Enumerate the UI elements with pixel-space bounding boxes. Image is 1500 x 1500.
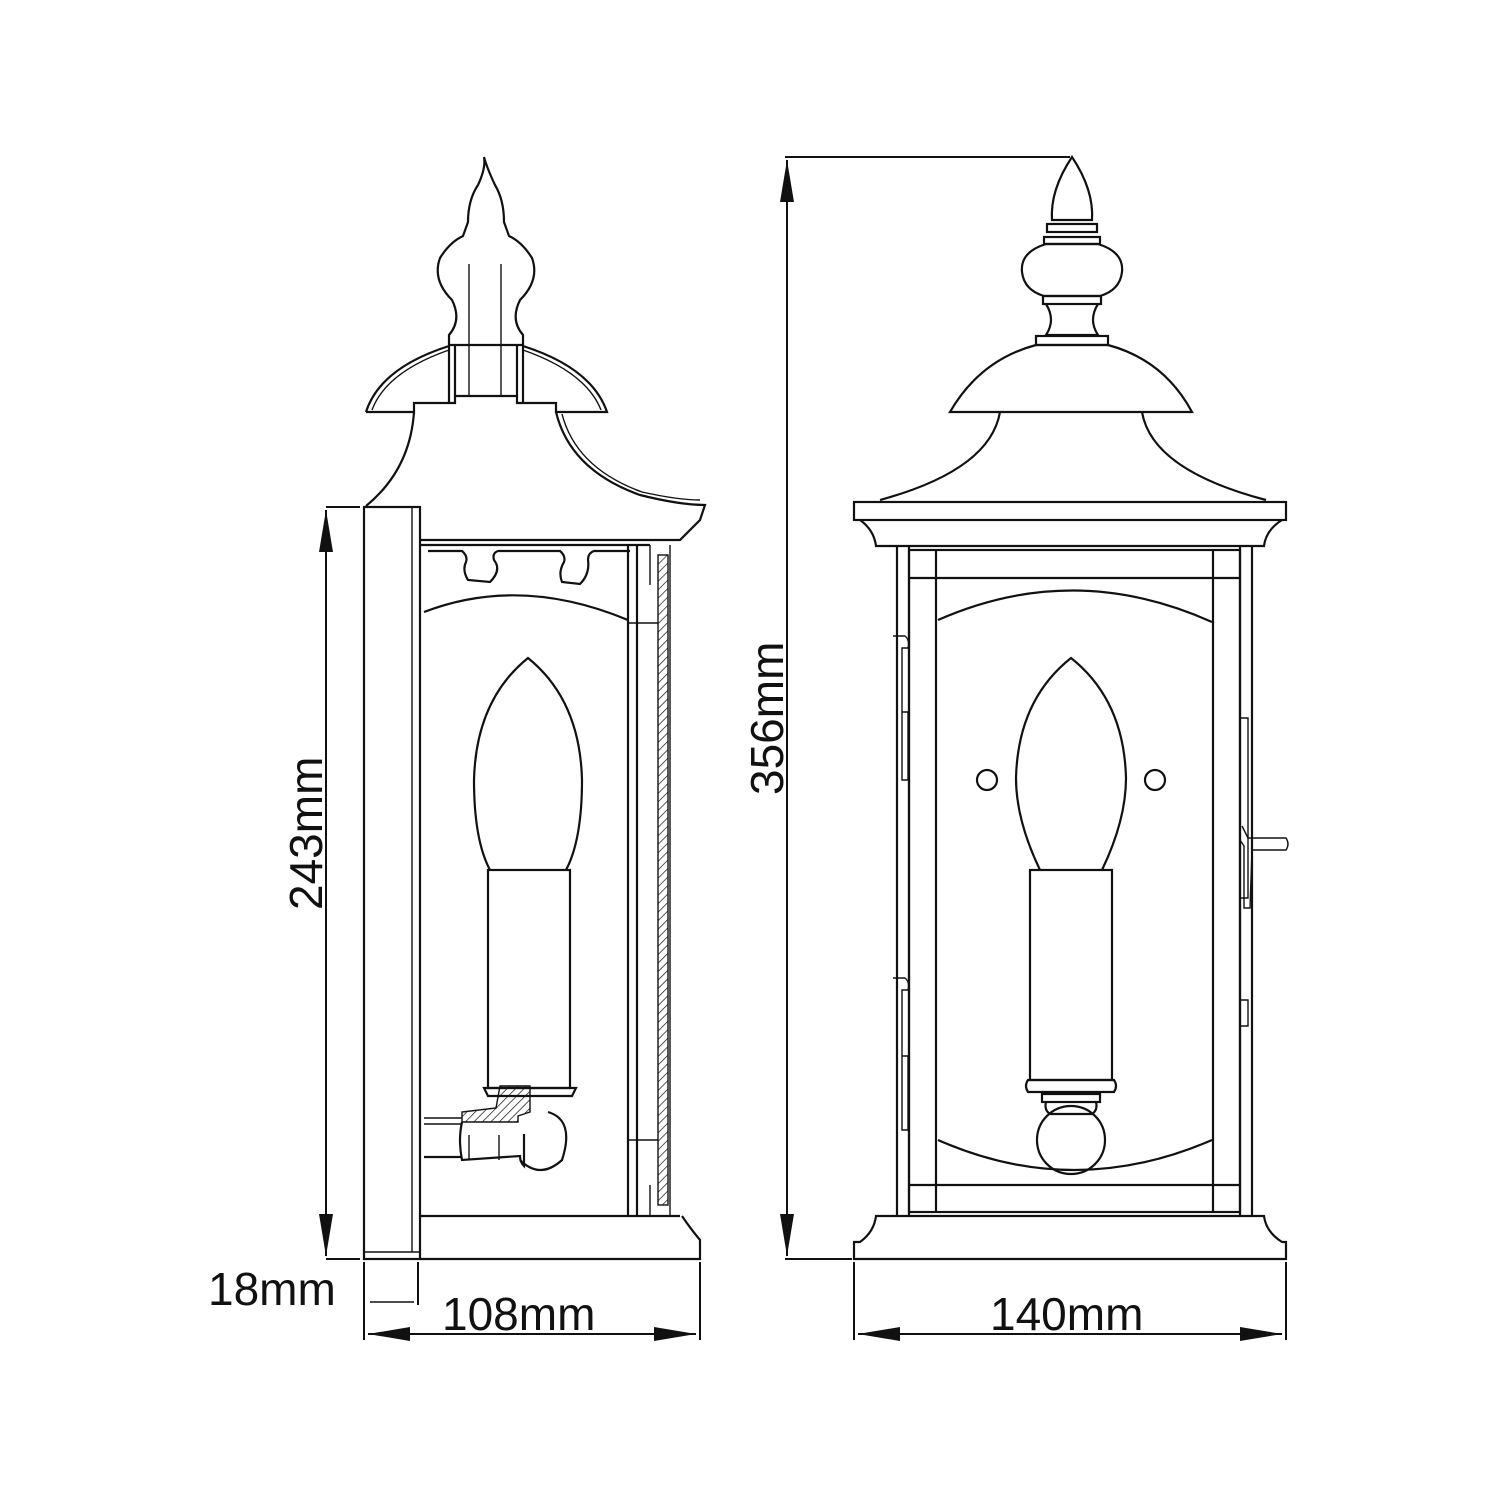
label-140mm: 140mm <box>990 1288 1143 1340</box>
side-socket-section <box>461 1085 531 1123</box>
front-latch <box>1239 825 1289 909</box>
side-candle-sleeve <box>486 868 572 1090</box>
dimension-total-height: 356mm <box>741 156 1070 1260</box>
side-bulb-tip <box>519 1110 568 1172</box>
side-backplate <box>362 505 422 1261</box>
side-candle-bulb <box>472 656 584 871</box>
side-base <box>420 1215 702 1261</box>
side-glass-section <box>657 554 669 1206</box>
side-scroll-bracket <box>428 549 630 586</box>
front-rivet-left <box>975 768 999 792</box>
front-bulb-base <box>1035 1104 1107 1176</box>
side-top-dome <box>364 344 609 414</box>
front-top-arch <box>937 589 1213 624</box>
side-view <box>362 156 707 1261</box>
label-356mm: 356mm <box>741 642 793 795</box>
front-finial <box>1050 155 1094 222</box>
front-base <box>852 1214 1288 1261</box>
dimension-side-height: 243mm <box>280 506 360 1260</box>
front-roof <box>879 411 1267 502</box>
front-view <box>852 155 1289 1261</box>
front-door-frame <box>907 548 1242 1214</box>
front-ball <box>1020 242 1124 298</box>
side-arm <box>424 1121 526 1169</box>
label-108mm: 108mm <box>442 1288 595 1340</box>
dimension-backplate-depth: 18mm <box>208 1262 419 1340</box>
label-243mm: 243mm <box>280 757 332 910</box>
side-finial <box>436 156 536 345</box>
front-candle-sleeve <box>1028 868 1114 1082</box>
label-18mm: 18mm <box>208 1263 336 1315</box>
side-roof <box>420 411 707 542</box>
front-candle-bulb <box>1014 656 1128 871</box>
front-roof-rim <box>852 500 1288 522</box>
dimension-front-width: 140mm <box>853 1262 1287 1341</box>
front-top-dome <box>948 343 1194 414</box>
dimension-side-depth: 108mm <box>368 1262 701 1341</box>
front-bottom-arch <box>937 1138 1213 1172</box>
front-rivet-right <box>1143 768 1167 792</box>
